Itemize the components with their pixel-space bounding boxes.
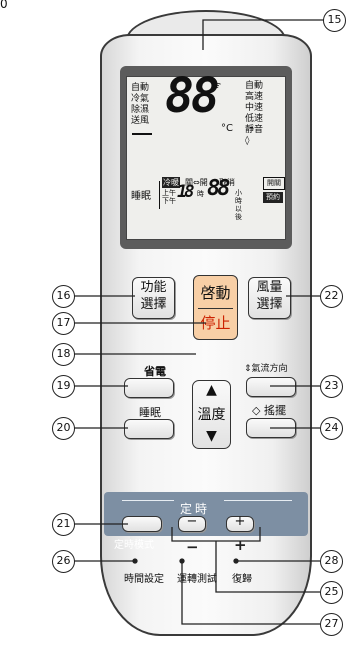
swing-label: ◇ 搖擺 [252, 402, 286, 418]
callout-28: 28 [320, 550, 343, 573]
swing-label-text: 搖擺 [263, 404, 286, 417]
callout-19: 19 [52, 375, 75, 398]
reservation-box: 預約 [263, 192, 283, 203]
lcd-divider [159, 181, 160, 209]
callout-22: 22 [320, 285, 343, 308]
timer-mode-label: 定時模式 [114, 540, 154, 551]
sleep-indicator: 睡眠 [131, 191, 151, 202]
swing-icon: ◊ [245, 136, 250, 146]
temp-up-icon[interactable]: ▲ [206, 382, 217, 398]
signal-icon: ᯤ [213, 81, 222, 91]
airflow-label: ⇕氣流方向 [244, 361, 288, 374]
airflow-direction-button[interactable] [246, 377, 296, 397]
am-pm-indicator: 上午 下午 [162, 189, 176, 205]
cancel-indicator: 取消 [219, 178, 235, 187]
mode-dash [132, 133, 152, 135]
plus-button[interactable] [226, 516, 254, 532]
reset-label: 復歸 [232, 574, 252, 585]
mode-dry: 除濕 [131, 105, 150, 115]
callout-26: 26 [52, 550, 75, 573]
open-close-indicator: 關⇔開 [185, 178, 208, 187]
temp-down-icon[interactable]: ▼ [206, 428, 217, 444]
callout-24: 24 [320, 417, 343, 440]
temperature-unit: °C [221, 123, 233, 134]
bracket-25 [171, 527, 261, 542]
mode-cool: 冷氣 [131, 94, 150, 104]
callout-17: 17 [52, 312, 75, 335]
airflow-label-text: 氣流方向 [251, 364, 288, 374]
callout-16: 16 [52, 285, 75, 308]
mode-list: 自動 冷氣 除濕 送風 [131, 83, 149, 127]
fan-quiet: 靜音 [245, 125, 264, 135]
fan-auto: 自動 [245, 81, 264, 91]
mode-auto: 自動 [131, 83, 150, 93]
callout-18: 18 [52, 343, 75, 366]
leader-27 [181, 561, 320, 625]
eco-label: 省電 [144, 365, 166, 378]
temperature-button[interactable] [192, 380, 231, 449]
check-indicator: 冷暖 [162, 177, 180, 188]
function-select-button[interactable] [132, 277, 175, 319]
callout-23: 23 [320, 375, 343, 398]
fan-low: 低速 [245, 114, 264, 124]
callout-15: 15 [323, 9, 346, 32]
callout-27: 27 [320, 613, 343, 636]
callout-20: 20 [52, 417, 75, 440]
sleep-button[interactable] [124, 419, 174, 439]
stop-label: 停止 [200, 314, 231, 332]
timer-line-left [122, 500, 174, 501]
time-set-label: 時間設定 [124, 574, 164, 585]
fan-speed-select-button[interactable] [248, 277, 291, 319]
start-divider [198, 308, 233, 309]
minus-icon: − [186, 514, 198, 529]
hours-after: 小時 以後 [235, 189, 242, 221]
pin-reset [233, 558, 239, 564]
timer-line-right [224, 500, 292, 501]
function-select-label: 功能 選擇 [140, 280, 167, 312]
start-stop-button[interactable]: 啓動 停止 [193, 275, 238, 340]
fan-high: 高速 [245, 92, 264, 102]
callout-25: 25 [320, 581, 343, 604]
plus-icon: + [234, 514, 246, 529]
minus-sign: − [186, 538, 199, 556]
page-number: 0 [0, 0, 8, 11]
fan-speed-select-label: 風量 選擇 [256, 280, 283, 312]
leader-25 [215, 541, 320, 593]
timer-title: 定時 [180, 502, 211, 516]
temperature-label: 溫度 [197, 407, 226, 423]
mode-fan: 送風 [131, 116, 150, 126]
fan-mid: 中速 [245, 103, 264, 113]
hour-mark: 時 [197, 190, 204, 198]
fan-list: 自動 高速 中速 低速 靜音 ◊ [245, 81, 263, 147]
pin-test-run [179, 558, 185, 564]
minus-button[interactable] [178, 516, 206, 532]
airflow-icon: ⇕ [244, 364, 252, 374]
start-label: 啓動 [200, 284, 231, 302]
callout-21: 21 [52, 513, 75, 536]
test-run-label: 運轉測試 [177, 574, 217, 585]
sleep-label: 睡眠 [139, 406, 161, 419]
leader-15 [202, 19, 324, 50]
eco-button[interactable] [124, 378, 174, 398]
lcd-display: 自動 冷氣 除濕 送風 ᯤ 自動 高速 中速 低速 靜音 ◊ 88 °C 睡眠 … [126, 72, 286, 240]
clock-digits: 18 [177, 182, 195, 202]
swing-label-icon: ◇ [252, 404, 264, 417]
timer-on-off-box: 開關 [263, 177, 285, 190]
pin-time-set [132, 558, 138, 564]
